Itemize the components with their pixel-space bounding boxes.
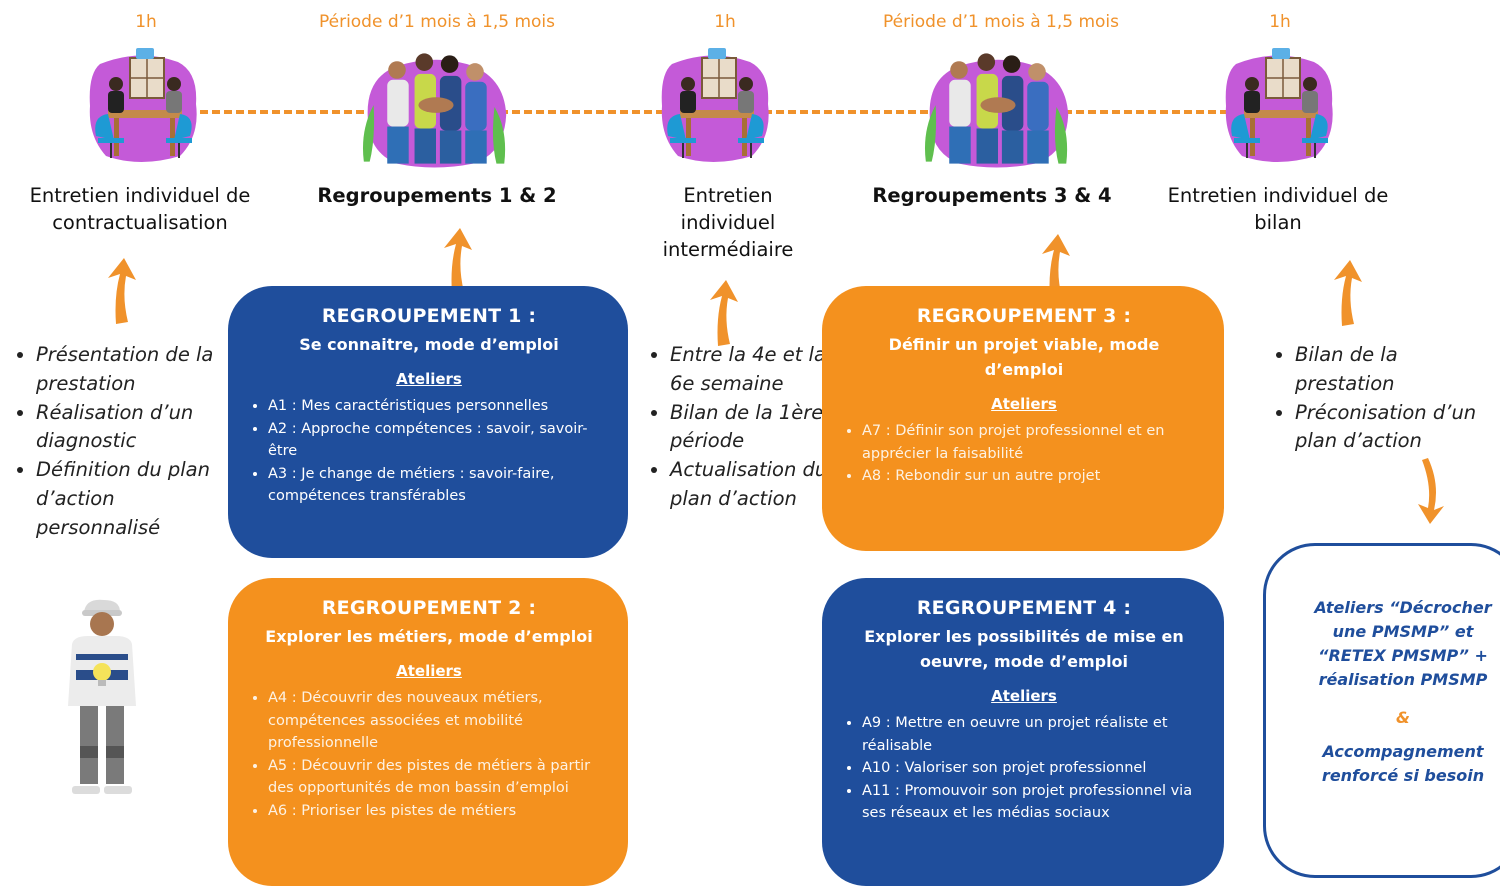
curved-arrow-down-icon xyxy=(1418,458,1444,524)
regroupement-4-box: REGROUPEMENT 4 : Explorer les possibilit… xyxy=(822,578,1224,886)
ateliers-heading: Ateliers xyxy=(396,370,462,388)
box-title: REGROUPEMENT 2 : xyxy=(321,597,537,619)
team-hands-illustration-icon xyxy=(924,53,1069,168)
ateliers-list: A1 : Mes caractéristiques personnelles A… xyxy=(246,395,612,508)
atelier-item: A4 : Découvrir des nouveaux métiers, com… xyxy=(268,687,612,755)
bullet-item: Bilan de la prestation xyxy=(1295,341,1480,399)
regroupement-3-box: REGROUPEMENT 3 : Définir un projet viabl… xyxy=(822,286,1224,551)
box-title: REGROUPEMENT 4 : xyxy=(916,597,1132,619)
box-title: REGROUPEMENT 3 : xyxy=(916,305,1132,327)
box-subtitle: Se connaitre, mode d’emploi xyxy=(299,335,559,354)
duration-label: Période d’1 mois à 1,5 mois xyxy=(882,12,1120,32)
ateliers-list: A4 : Découvrir des nouveaux métiers, com… xyxy=(246,687,612,822)
duration-label: 1h xyxy=(714,12,736,32)
stage-label: Entretien individuel de bilan xyxy=(1167,184,1389,234)
meeting-illustration-icon xyxy=(660,47,770,163)
stage-label: Regroupements 3 & 4 xyxy=(872,184,1112,207)
ateliers-heading: Ateliers xyxy=(396,662,462,680)
ateliers-heading: Ateliers xyxy=(991,687,1057,705)
curved-arrow-up-icon xyxy=(1334,260,1362,326)
duration-label: 1h xyxy=(1269,12,1291,32)
bullet-item: Définition du plan d’action personnalisé xyxy=(36,456,236,542)
box-subtitle: Définir un projet viable, mode d’emploi xyxy=(888,335,1160,379)
atelier-item: A1 : Mes caractéristiques personnelles xyxy=(268,395,612,418)
box-title: REGROUPEMENT 1 : xyxy=(321,305,537,327)
stage-label: Entretien individuel intermédiaire xyxy=(662,184,794,261)
regroupement-2-box: REGROUPEMENT 2 : Explorer les métiers, m… xyxy=(228,578,628,886)
person-lightbulb-icon xyxy=(68,599,136,794)
duration-label: Période d’1 mois à 1,5 mois xyxy=(318,12,556,32)
atelier-item: A11 : Promouvoir son projet professionne… xyxy=(862,780,1208,825)
bullet-item: Entre la 4e et la 6e semaine xyxy=(670,341,842,399)
box-subtitle: Explorer les possibilités de mise en oeu… xyxy=(864,627,1184,671)
stage-1-bullets: Présentation de la prestation Réalisatio… xyxy=(12,341,236,543)
ateliers-list: A7 : Définir son projet professionnel et… xyxy=(840,420,1208,488)
atelier-item: A5 : Découvrir des pistes de métiers à p… xyxy=(268,755,612,800)
bullet-item: Actualisation du plan d’action xyxy=(670,456,842,514)
atelier-item: A8 : Rebondir sur un autre projet xyxy=(862,465,1208,488)
meeting-illustration-icon xyxy=(1224,47,1334,163)
atelier-item: A9 : Mettre en oeuvre un projet réaliste… xyxy=(862,712,1208,757)
atelier-item: A10 : Valoriser son projet professionnel xyxy=(862,757,1208,780)
regroupement-1-box: REGROUPEMENT 1 : Se connaitre, mode d’em… xyxy=(228,286,628,558)
pmsmp-text: Ateliers “Décrocher une PMSMP” et “RETEX… xyxy=(1314,598,1492,689)
bullet-item: Bilan de la 1ère période xyxy=(670,399,842,457)
atelier-item: A7 : Définir son projet professionnel et… xyxy=(862,420,1208,465)
ateliers-list: A9 : Mettre en oeuvre un projet réaliste… xyxy=(840,712,1208,825)
stage-label: Entretien individuel de contractualisati… xyxy=(29,184,251,234)
accompagnement-text: Accompagnement renforcé si besoin xyxy=(1321,742,1485,785)
team-hands-illustration-icon xyxy=(362,53,507,168)
bullet-item: Réalisation d’un diagnostic xyxy=(36,399,236,457)
atelier-item: A6 : Prioriser les pistes de métiers xyxy=(268,800,612,823)
atelier-item: A2 : Approche compétences : savoir, savo… xyxy=(268,418,612,463)
stage-3-bullets: Entre la 4e et la 6e semaine Bilan de la… xyxy=(646,341,842,514)
duration-label: 1h xyxy=(135,12,157,32)
pmsmp-side-panel xyxy=(1263,543,1500,878)
ateliers-heading: Ateliers xyxy=(991,395,1057,413)
bullet-item: Préconisation d’un plan d’action xyxy=(1295,399,1480,457)
ampersand: & xyxy=(1396,708,1410,727)
bullet-item: Présentation de la prestation xyxy=(36,341,236,399)
stage-5-bullets: Bilan de la prestation Préconisation d’u… xyxy=(1271,341,1480,456)
curved-arrow-up-icon xyxy=(108,258,136,324)
box-subtitle: Explorer les métiers, mode d’emploi xyxy=(265,627,593,646)
stage-label: Regroupements 1 & 2 xyxy=(317,184,557,207)
meeting-illustration-icon xyxy=(88,47,198,163)
curved-arrow-up-icon xyxy=(710,280,738,346)
atelier-item: A3 : Je change de métiers : savoir-faire… xyxy=(268,463,612,508)
